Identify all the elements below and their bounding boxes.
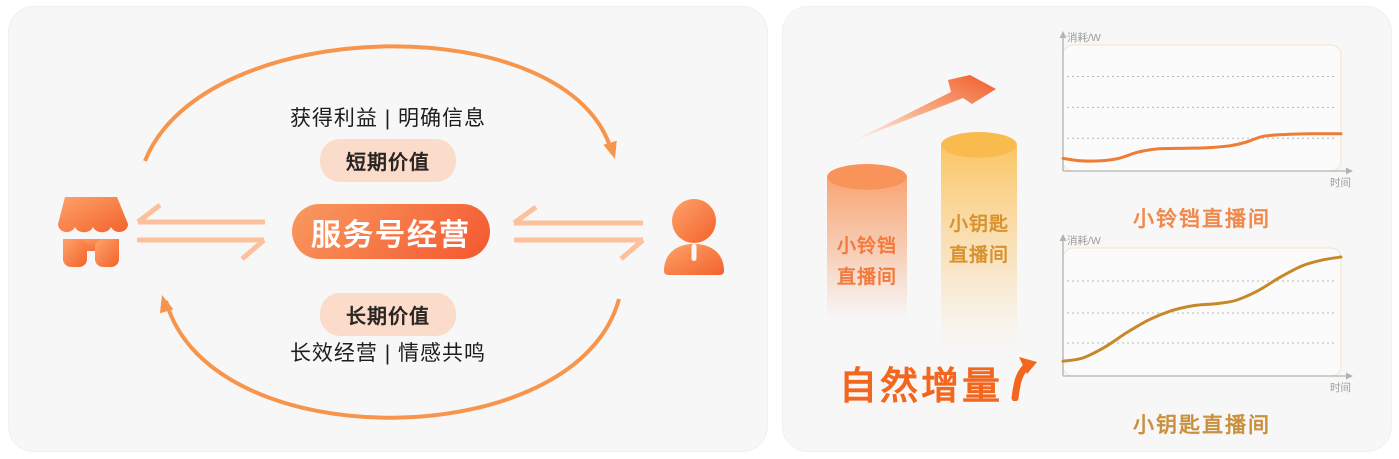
line-chart-key-svg: 消耗/W 时间: [1059, 234, 1353, 394]
long-term-badge-row: 长期价值: [9, 293, 767, 336]
cylinder-key-label: 小钥匙 直播间: [924, 209, 1034, 271]
y-axis-arrow-icon: [1059, 31, 1067, 38]
x-axis-label: 时间: [1330, 176, 1351, 189]
cycle-arc-top-arrowhead-icon: [603, 140, 617, 159]
x-axis-arrow-icon: [1346, 372, 1353, 380]
cylinder-bell-label: 小铃铛 直播间: [812, 231, 922, 293]
arrow-left-bottom-barb: [240, 238, 266, 261]
natural-growth-headline: 自然增量: [839, 355, 1038, 410]
data-line: [1061, 132, 1343, 163]
y-axis-label: 消耗/W: [1067, 31, 1101, 44]
cycle-graphics: [58, 44, 724, 420]
cylinder-key-label-line1: 小钥匙: [948, 214, 1009, 235]
long-term-badge: 长期价值: [320, 293, 456, 336]
cycle-panel: 获得利益 | 明确信息 短期价值 服务号经营 长期价值 长效经营 | 情感共鸣: [8, 6, 768, 452]
arrow-left-top-barb: [136, 203, 162, 224]
chart-bell: 消耗/W 时间: [1045, 31, 1355, 206]
cylinder-bell-label-line1: 小铃铛: [836, 236, 897, 257]
plot-area: [1062, 44, 1342, 172]
cycle-arc-top: [143, 44, 614, 162]
person-icon: [664, 199, 724, 275]
chart-key-title: 小钥匙直播间: [1133, 414, 1271, 437]
arrow-right-top-barb: [512, 204, 538, 226]
exchange-arrows-left: [136, 203, 266, 261]
long-term-caption: 长效经营 | 情感共鸣: [289, 342, 487, 365]
arrow-right-bottom-barb: [619, 238, 645, 261]
cylinder-key-label-line2: 直播间: [948, 245, 1009, 266]
y-axis-arrow-icon: [1059, 234, 1067, 241]
y-axis-label: 消耗/W: [1067, 234, 1101, 247]
growth-swoosh-arrow-icon: [841, 75, 996, 147]
data-line: [1061, 255, 1343, 363]
line-chart-bell-svg: 消耗/W 时间: [1059, 31, 1353, 189]
chart-key: 消耗/W 时间: [1045, 234, 1355, 409]
short-term-badge: 短期价值: [320, 139, 456, 182]
cylinder-key: [941, 132, 1017, 355]
x-axis-arrow-icon: [1346, 167, 1353, 175]
cycle-arc-bottom: [164, 298, 621, 420]
cycle-arc-bottom-arrowhead-icon: [159, 295, 174, 314]
chart-bell-title: 小铃铛直播间: [1133, 208, 1271, 231]
short-term-badge-row: 短期价值: [9, 139, 767, 182]
exchange-arrows-right: [512, 204, 645, 261]
up-arrow-icon: [1011, 357, 1038, 401]
growth-graphics: [827, 75, 1017, 355]
cylinder-bell-label-line2: 直播间: [836, 267, 897, 288]
center-pill-service-account: 服务号经营: [292, 204, 490, 259]
natural-growth-text: 自然增量: [839, 366, 1004, 408]
x-axis-label: 时间: [1330, 381, 1351, 394]
storefront-icon: [58, 197, 128, 267]
cylinder-bell: [827, 164, 907, 322]
short-term-caption: 获得利益 | 明确信息: [289, 107, 487, 130]
